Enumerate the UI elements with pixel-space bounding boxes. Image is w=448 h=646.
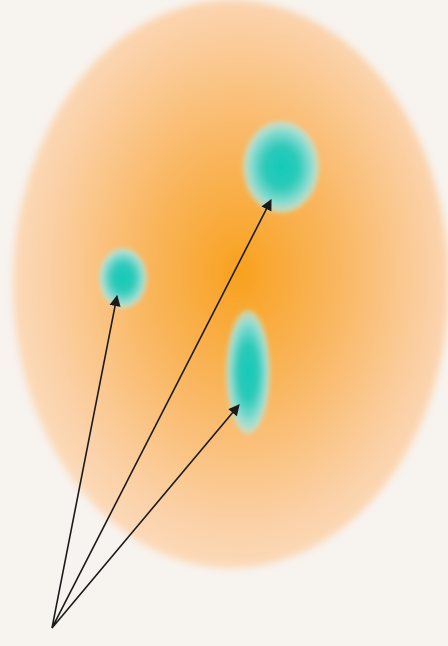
large-orange-ellipse [13, 0, 448, 568]
teal-spot-top-right [243, 121, 319, 213]
small-teal-spot-left [99, 248, 147, 308]
elongated-teal-spot-center [226, 310, 270, 434]
